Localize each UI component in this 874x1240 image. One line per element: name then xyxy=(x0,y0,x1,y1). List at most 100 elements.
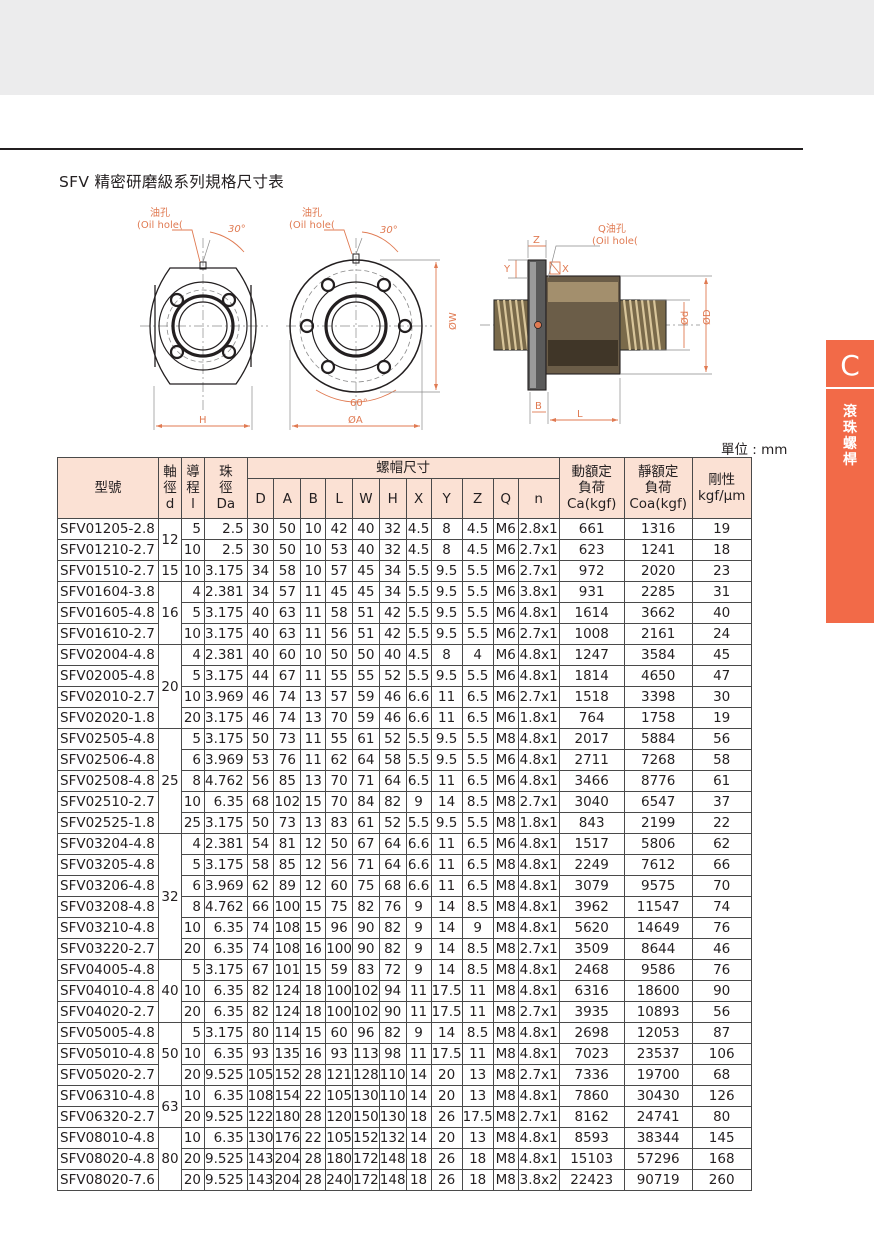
value-cell: 2.381 xyxy=(204,644,248,666)
value-cell: 5.5 xyxy=(405,728,432,750)
value-cell: 260 xyxy=(691,1169,752,1191)
value-cell: 15103 xyxy=(558,1148,625,1170)
model-cell: SFV08020-7.6 xyxy=(57,1169,159,1191)
value-cell: 4.8x1 xyxy=(517,749,560,771)
value-cell: 45 xyxy=(325,581,353,603)
value-cell: 150 xyxy=(352,1106,380,1128)
value-cell: 42 xyxy=(378,602,407,624)
value-cell: 9.5 xyxy=(430,728,463,750)
value-cell: 50 xyxy=(325,644,353,666)
value-cell: 124 xyxy=(273,1001,302,1023)
value-cell: 10 xyxy=(181,791,205,813)
mid-oil-hole-en: (Oil hole( xyxy=(289,220,335,231)
value-cell: 52 xyxy=(378,665,407,687)
value-cell: 4.8x1 xyxy=(517,770,560,792)
value-cell: M6 xyxy=(492,770,519,792)
value-cell: 4.8x1 xyxy=(517,728,560,750)
value-cell: 5.5 xyxy=(405,623,432,645)
value-cell: 16 xyxy=(300,1043,327,1065)
section-tab[interactable]: C 滾 珠 螺 桿 xyxy=(826,340,874,623)
value-cell: 764 xyxy=(558,707,625,729)
shaft-diameter-cell: 16 xyxy=(158,581,182,645)
header-dim-column: W xyxy=(352,478,380,519)
page-title: SFV 精密研磨級系列規格尺寸表 xyxy=(59,173,285,191)
value-cell: 10 xyxy=(181,1085,205,1107)
mid-oil-hole-cn: 油孔 xyxy=(302,206,322,219)
value-cell: 113 xyxy=(352,1043,380,1065)
value-cell: 4.762 xyxy=(204,770,248,792)
value-cell: 10893 xyxy=(623,1001,693,1023)
side-oil-hole-en: (Oil hole( xyxy=(592,236,638,247)
model-cell: SFV03220-2.7 xyxy=(57,938,159,960)
value-cell: 47 xyxy=(691,665,752,687)
value-cell: 68 xyxy=(246,791,275,813)
value-cell: 204 xyxy=(273,1148,302,1170)
value-cell: 20 xyxy=(181,938,205,960)
value-cell: 26 xyxy=(430,1148,463,1170)
value-cell: M8 xyxy=(492,959,519,981)
header-dim-column: Z xyxy=(461,478,494,519)
value-cell: 1518 xyxy=(558,686,625,708)
value-cell: 55 xyxy=(325,665,353,687)
value-cell: 7612 xyxy=(623,854,693,876)
value-cell: 1517 xyxy=(558,833,625,855)
value-cell: 14 xyxy=(405,1127,432,1149)
model-cell: SFV04005-4.8 xyxy=(57,959,159,981)
value-cell: 4.8x1 xyxy=(517,1085,560,1107)
value-cell: 18 xyxy=(300,1001,327,1023)
value-cell: 10 xyxy=(300,560,327,582)
value-cell: 46 xyxy=(246,686,275,708)
value-cell: 40 xyxy=(246,602,275,624)
value-cell: 2468 xyxy=(558,959,625,981)
value-cell: 72 xyxy=(378,959,407,981)
model-cell: SFV02510-2.7 xyxy=(57,791,159,813)
value-cell: 14 xyxy=(405,1085,432,1107)
value-cell: 143 xyxy=(246,1148,275,1170)
model-cell: SFV02010-2.7 xyxy=(57,686,159,708)
value-cell: 11 xyxy=(430,854,463,876)
value-cell: 51 xyxy=(352,602,380,624)
value-cell: 26 xyxy=(430,1106,463,1128)
value-cell: 130 xyxy=(246,1127,275,1149)
value-cell: M6 xyxy=(492,749,519,771)
left-oil-hole-cn: 油孔 xyxy=(150,206,170,219)
value-cell: 100 xyxy=(273,896,302,918)
value-cell: 105 xyxy=(325,1127,353,1149)
value-cell: 5 xyxy=(181,1022,205,1044)
side-q-label: Q油孔 xyxy=(598,222,626,235)
value-cell: 13 xyxy=(300,707,327,729)
value-cell: 3466 xyxy=(558,770,625,792)
value-cell: M8 xyxy=(492,1022,519,1044)
value-cell: 5 xyxy=(181,728,205,750)
value-cell: 102 xyxy=(273,791,302,813)
side-dim-z-label: Z xyxy=(533,235,540,246)
value-cell: 62 xyxy=(325,749,353,771)
value-cell: 11 xyxy=(300,728,327,750)
value-cell: 6.5 xyxy=(461,770,494,792)
value-cell: 10 xyxy=(181,1043,205,1065)
value-cell: 3.175 xyxy=(204,1022,248,1044)
value-cell: 126 xyxy=(691,1085,752,1107)
value-cell: 8.5 xyxy=(461,938,494,960)
left-bore-outer xyxy=(171,294,235,358)
value-cell: 3509 xyxy=(558,938,625,960)
value-cell: 44 xyxy=(246,665,275,687)
value-cell: 84 xyxy=(352,791,380,813)
value-cell: 8.5 xyxy=(461,791,494,813)
value-cell: 93 xyxy=(246,1043,275,1065)
left-angle-label: 30° xyxy=(228,224,246,235)
value-cell: 9.525 xyxy=(204,1148,248,1170)
value-cell: 60 xyxy=(325,1022,353,1044)
value-cell: 105 xyxy=(246,1064,275,1086)
value-cell: 3.175 xyxy=(204,728,248,750)
value-cell: 4.8x1 xyxy=(517,854,560,876)
header-dim-column: Q xyxy=(492,478,519,519)
value-cell: 5.5 xyxy=(461,665,494,687)
